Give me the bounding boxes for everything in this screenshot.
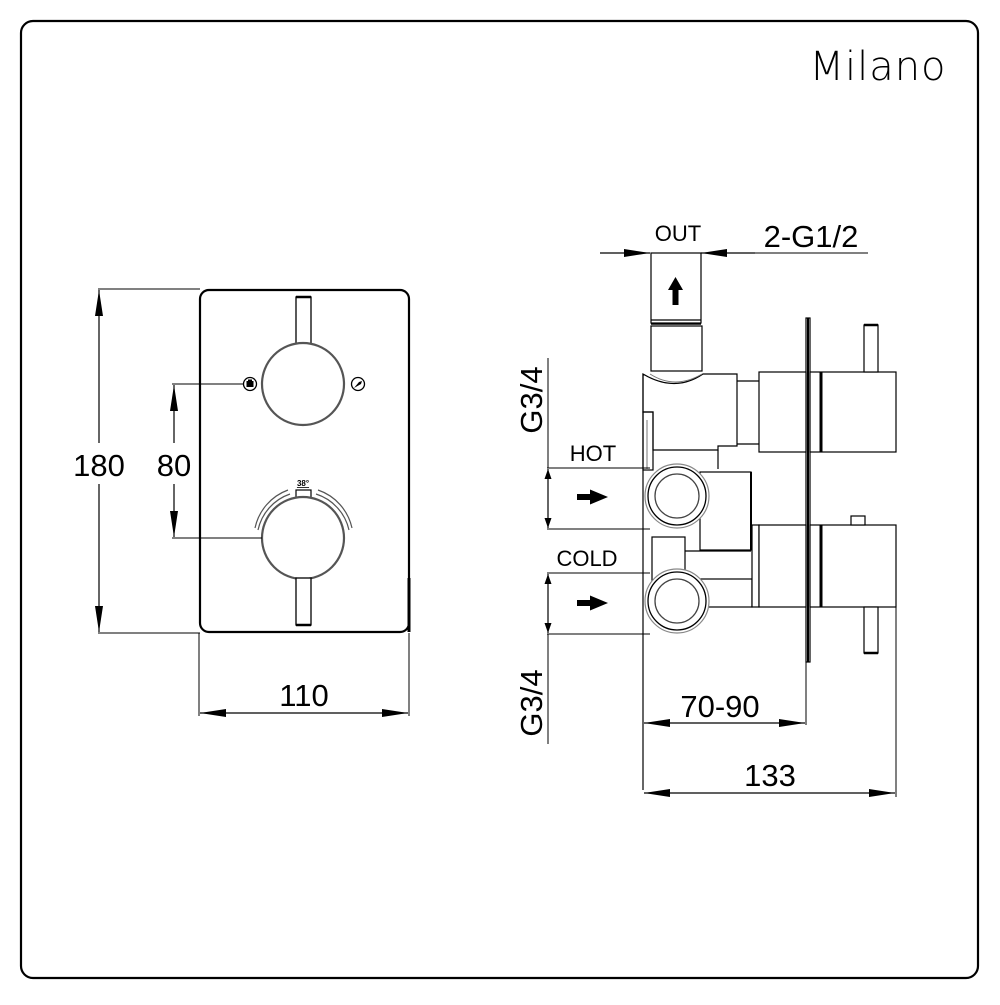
thermostat-handle-side	[751, 515, 897, 797]
cold-thread-label: G3/4	[514, 669, 549, 736]
hot-thread-label: G3/4	[514, 366, 549, 433]
dimension-total-depth: 133	[644, 758, 895, 797]
diverter-handle-side	[758, 323, 897, 453]
dimension-width: 110	[198, 633, 410, 717]
outlet-label: OUT	[655, 221, 701, 246]
dimension-handle-spacing: 80	[157, 383, 262, 539]
wall-plate	[805, 317, 811, 663]
hot-inlet-dimension: HOT G3/4	[514, 358, 650, 530]
outlet-dimension: OUT 2-G1/2	[600, 219, 868, 257]
shower-icon	[242, 376, 258, 392]
dimension-height: 180	[73, 288, 200, 634]
outlet-pipe	[650, 252, 703, 372]
diverter-handle	[242, 295, 366, 427]
dimension-handle-spacing-label: 80	[157, 448, 191, 483]
spout-icon	[350, 376, 366, 392]
dimension-wall-depth-label: 70-90	[680, 689, 759, 724]
front-view: 38° 180 80 110	[73, 288, 411, 717]
temperature-label: 38°	[297, 479, 309, 488]
cold-label: COLD	[556, 546, 617, 571]
sheet-border	[19, 19, 980, 980]
flow-up-arrow-icon	[668, 277, 683, 305]
dimension-height-label: 180	[73, 448, 125, 483]
side-view: OUT 2-G1/2	[514, 219, 897, 797]
hot-label: HOT	[570, 441, 616, 466]
cover-plate	[198, 288, 411, 634]
outlet-thread-label: 2-G1/2	[764, 219, 859, 254]
hot-inlet-fitting	[644, 463, 710, 529]
cold-flow-arrow-icon	[577, 595, 608, 611]
hot-flow-arrow-icon	[577, 489, 608, 505]
dimension-wall-depth: 70-90	[644, 662, 807, 727]
cold-inlet-fitting	[644, 568, 710, 634]
thermostat-handle: 38°	[254, 479, 353, 627]
cold-inlet-dimension: COLD G3/4	[514, 546, 650, 744]
dimension-total-depth-label: 133	[744, 758, 796, 793]
dimension-width-label: 110	[279, 678, 328, 713]
brand-logo: Milano	[809, 44, 946, 90]
